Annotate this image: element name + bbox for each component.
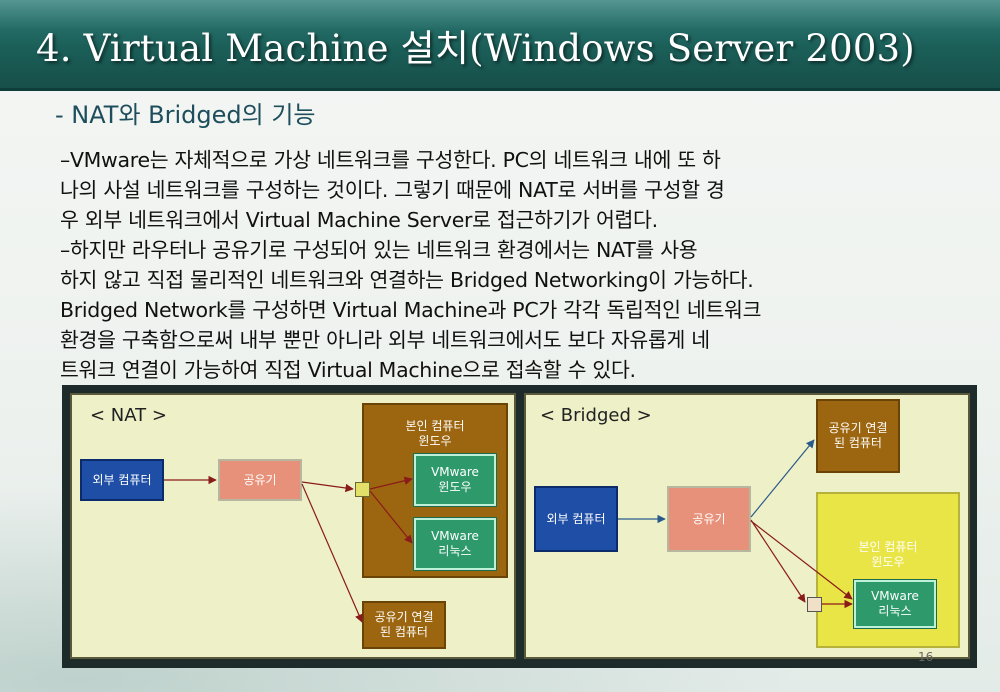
nat-router-to-port-arrow — [301, 481, 354, 493]
bridged-router: 공유기 — [667, 486, 751, 552]
nat-port-to-vm-linux-arrow — [369, 490, 413, 544]
slide-title: 4. Virtual Machine 설치(Windows Server 200… — [36, 27, 915, 70]
nat-port-to-vm-windows-arrow — [369, 476, 413, 490]
bridged-vm-linux: VMware 리눅스 — [853, 579, 937, 629]
paragraph-line: Bridged Network를 구성하면 Virtual Machine과 P… — [60, 298, 762, 322]
nat-vm-windows: VMware 윈도우 — [413, 453, 497, 507]
paragraph-line: 우 외부 네트워크에서 Virtual Machine Server로 접근하기… — [60, 208, 658, 232]
paragraph-line: 트워크 연결이 가능하여 직접 Virtual Machine으로 접속할 수 … — [60, 358, 636, 382]
bridged-router-to-port-arrow — [750, 519, 806, 603]
bridged-panel-label: < Bridged > — [540, 405, 652, 426]
bridged-external-computer: 외부 컴퓨터 — [534, 486, 618, 552]
paragraph-line: 환경을 구축함으로써 내부 뿐만 아니라 외부 네트워크에서도 보다 자유롭게 … — [60, 328, 710, 352]
paragraph-line: –VMware는 자체적으로 가상 네트워크를 구성한다. PC의 네트워크 내… — [60, 148, 721, 172]
paragraph-line: 나의 사설 네트워크를 구성하는 것이다. 그렇기 때문에 NAT로 서버를 구… — [60, 178, 725, 202]
section-subtitle: - NAT와 Bridged의 기능 — [55, 101, 316, 129]
bridged-virtual-port — [807, 597, 822, 612]
nat-panel-label: < NAT > — [90, 405, 167, 426]
bridged-shared-computer: 공유기 연결 된 컴퓨터 — [816, 399, 900, 473]
paragraph-line: –하지만 라우터나 공유기로 구성되어 있는 네트워크 환경에서는 NAT를 사… — [60, 238, 698, 262]
page-number: 16 — [918, 650, 934, 664]
bridged-router-to-host-vm-arrow — [750, 520, 853, 600]
nat-vm-linux: VMware 리눅스 — [413, 517, 497, 571]
paragraph-line: 하지 않고 직접 물리적인 네트워크와 연결하는 Bridged Network… — [60, 268, 754, 292]
nat-router: 공유기 — [218, 459, 302, 501]
bridged-router-to-shared-arrow — [750, 439, 815, 518]
title-bar: 4. Virtual Machine 설치(Windows Server 200… — [0, 0, 1000, 91]
nat-external-computer: 외부 컴퓨터 — [80, 459, 164, 501]
title-bar-shine — [0, 0, 1000, 30]
nat-router-to-shared-arrow — [301, 483, 363, 623]
nat-shared-computer: 공유기 연결 된 컴퓨터 — [362, 601, 446, 649]
nat-virtual-port — [355, 482, 370, 497]
